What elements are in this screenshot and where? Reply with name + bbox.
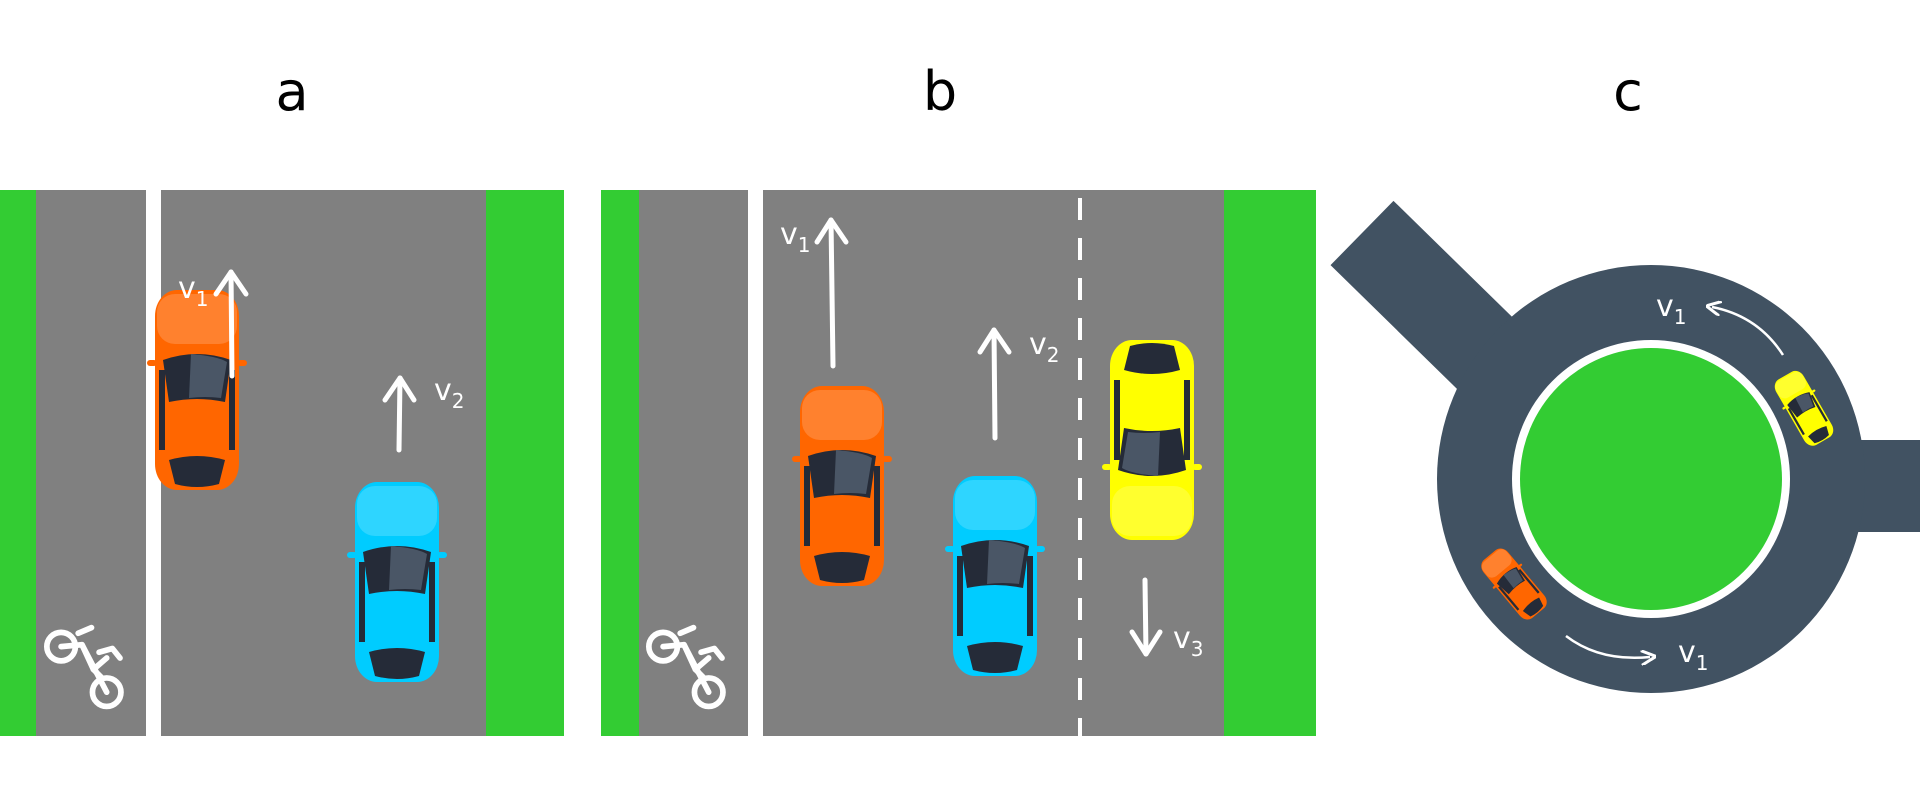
panel-c: v1 v1 (1330, 200, 1920, 693)
roundabout-island (1520, 348, 1782, 610)
velocity-label-v2: v2 (1029, 327, 1060, 367)
grass-strip-right (486, 190, 564, 736)
car-blue-icon (347, 482, 447, 682)
arrow-down-icon (1129, 577, 1163, 657)
velocity-label-v3: v3 (1173, 621, 1204, 661)
panel-label-b: b (923, 60, 957, 123)
arrow-up-icon (977, 327, 1012, 441)
panel-a: v1 v2 (0, 190, 564, 736)
bike-lane (36, 190, 146, 736)
velocity-label-v1: v1 (780, 217, 811, 257)
panel-b: v1 v2 v3 (601, 190, 1316, 736)
velocity-label-v1-bottom: v1 (1678, 635, 1709, 675)
arrow-up-icon (814, 217, 849, 369)
velocity-label-v1: v1 (178, 271, 209, 311)
lane-separator (748, 190, 763, 736)
arrow-up-icon (213, 269, 249, 379)
arrow-up-icon (382, 375, 417, 453)
car-blue-icon (945, 476, 1045, 676)
velocity-label-v1-top: v1 (1656, 289, 1687, 329)
bike-lane (639, 190, 748, 736)
panel-label-a: a (275, 60, 308, 123)
grass-strip-left (601, 190, 639, 736)
curved-arrow-icon (1565, 635, 1650, 658)
car-yellow-icon (1102, 340, 1202, 540)
panel-label-c: c (1613, 60, 1643, 123)
curved-arrow-icon (1712, 307, 1785, 356)
grass-strip-right (1224, 190, 1316, 736)
velocity-label-v2: v2 (434, 373, 465, 413)
car-orange-icon (792, 386, 892, 586)
grass-strip-left (0, 190, 36, 736)
